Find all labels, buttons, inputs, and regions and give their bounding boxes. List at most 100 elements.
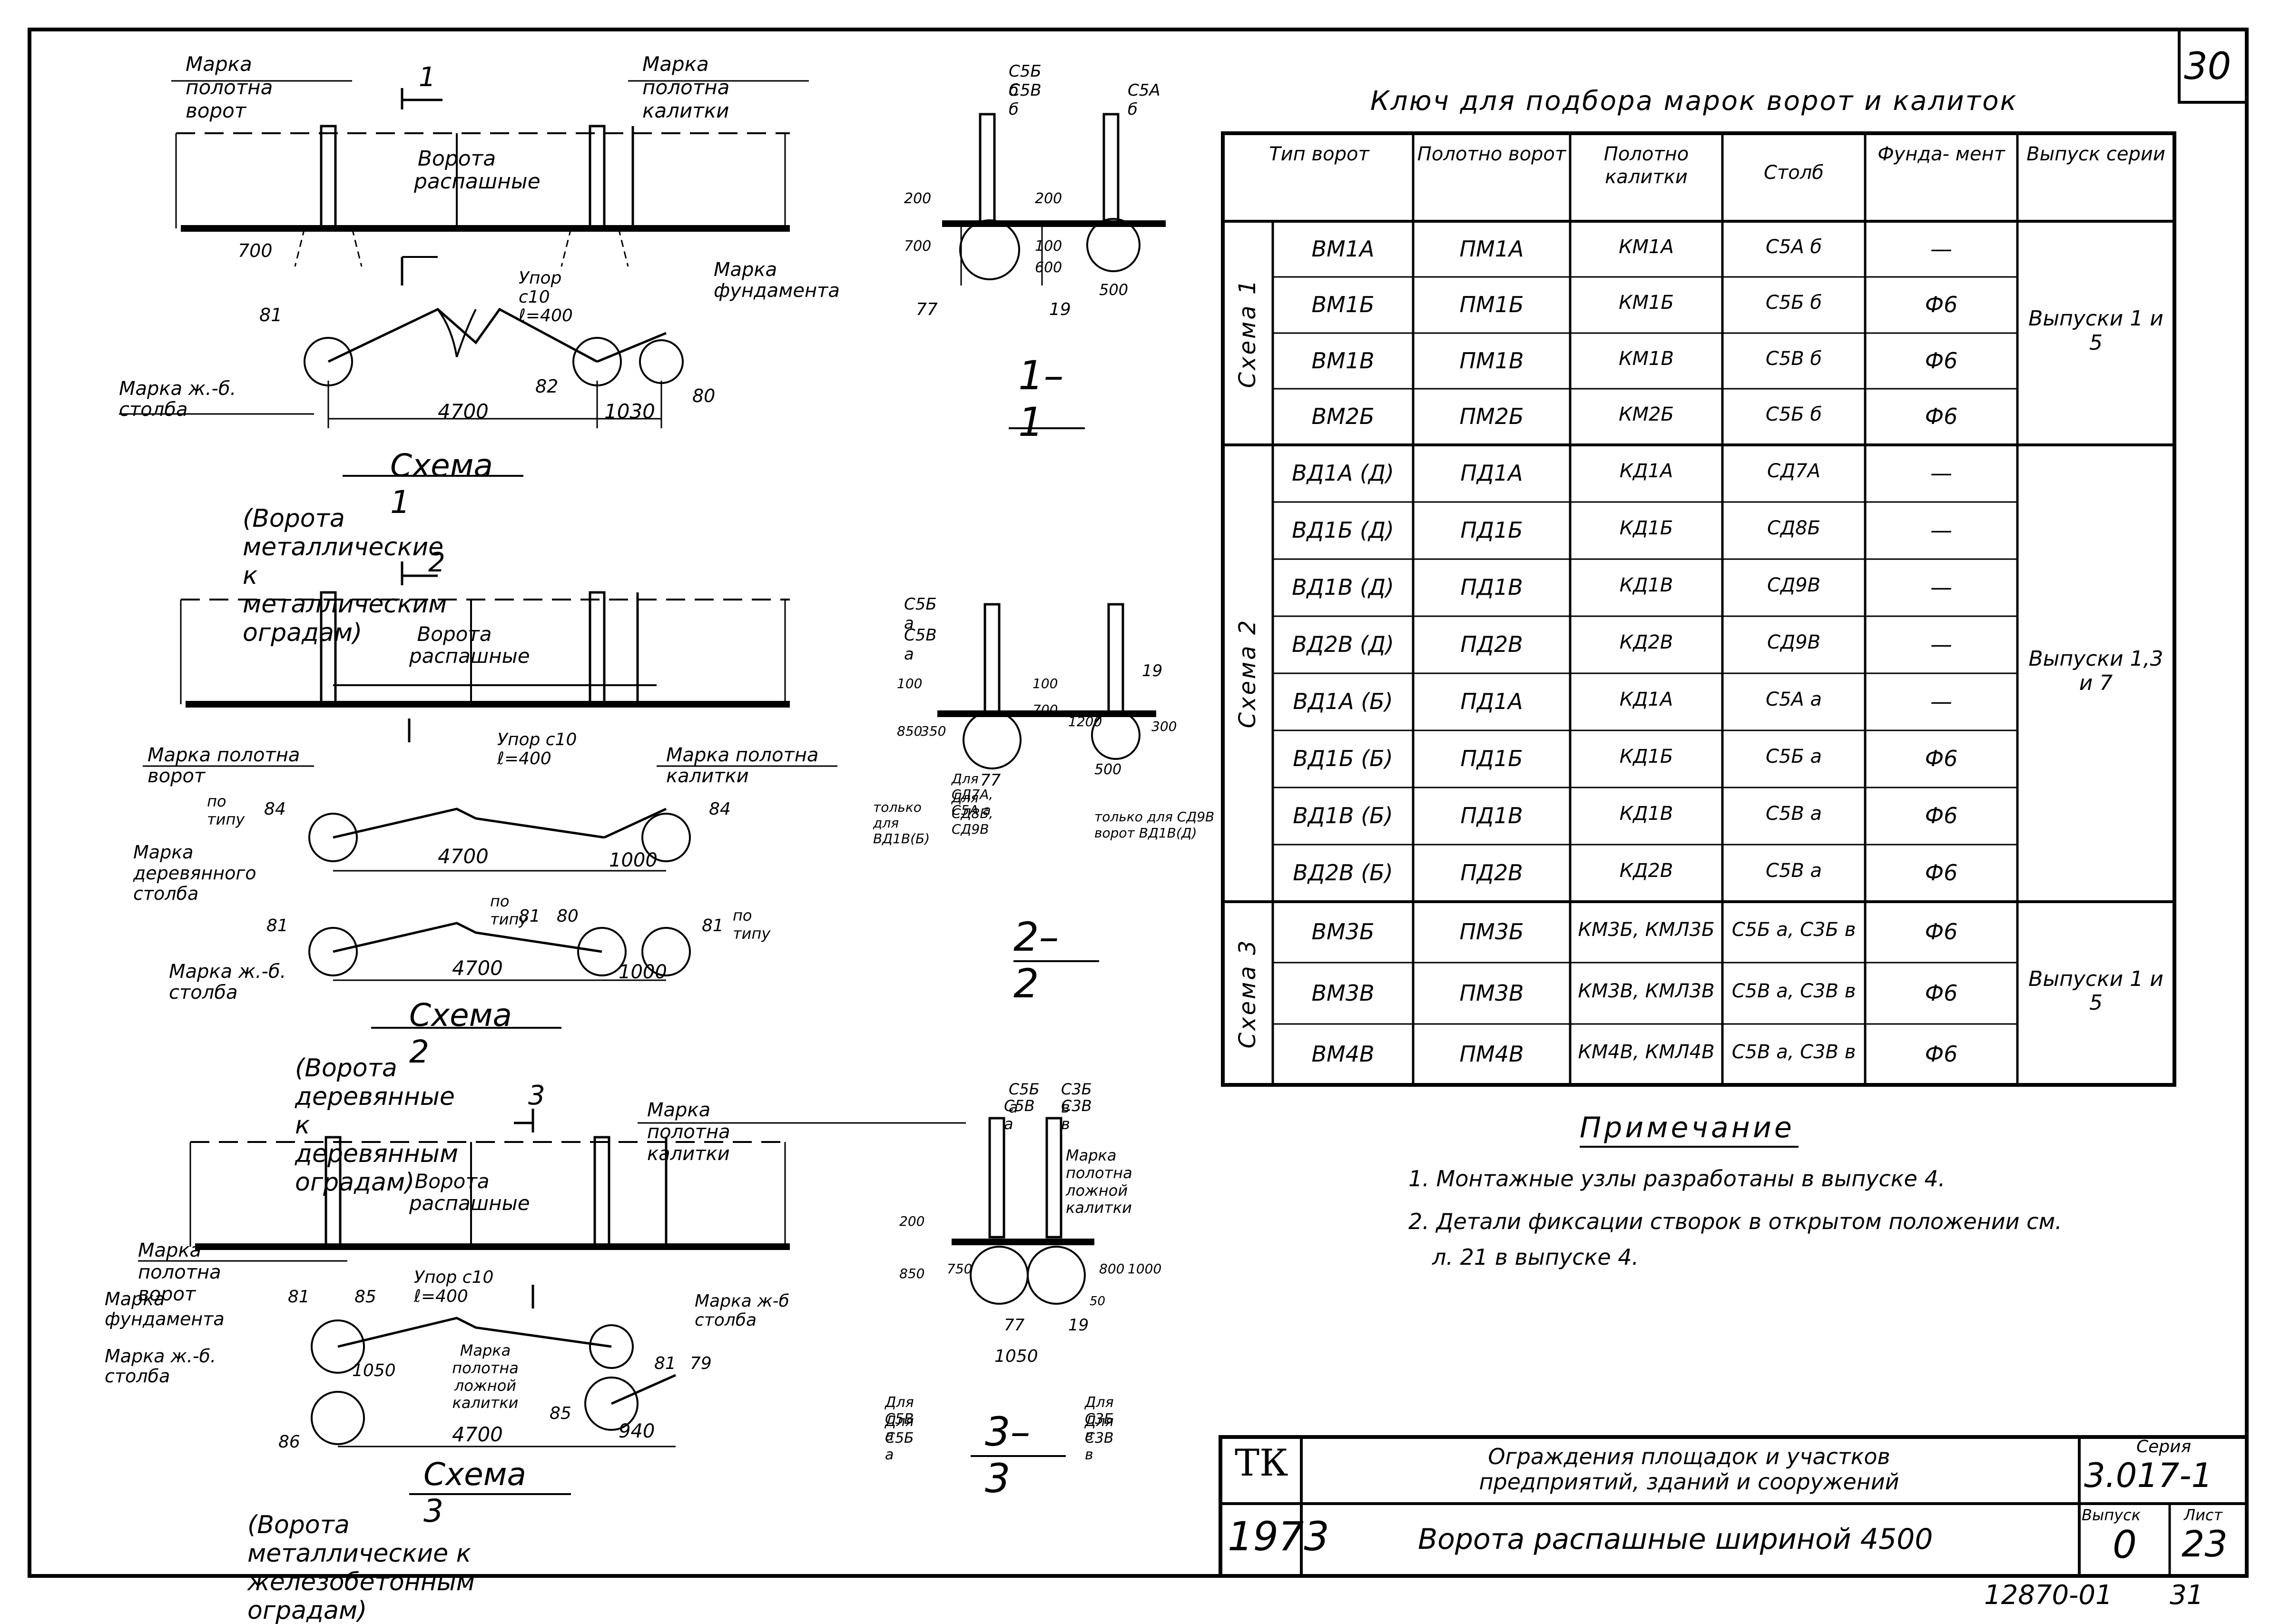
table-cell: Ф6 [1925,919,1958,945]
note-for-sd8b: Для СД8Б, СД9В [952,790,993,837]
header-wicket-panel: Полотно калитки [1603,143,1689,188]
note-only-sd9v: только для СД9В ворот ВД1В(Д) [1094,809,1215,841]
dim-1000-b: 1000 [619,961,667,983]
section-1-1-title: 1–1 [1018,352,1064,445]
table-cell: ПМ3В [1459,980,1524,1006]
scheme-1-caption: (Ворота металлические к металлическим ог… [243,504,447,647]
mark-c5bb: С5Б б [1009,62,1042,100]
dim-100-b: 100 [1032,676,1058,691]
title-block-org-title: Ограждения площадок и участков предприят… [1479,1444,1899,1495]
table-cell: КМ1В [1619,347,1674,370]
title-block-year: 1973 [1228,1513,1329,1560]
label-wicket-panel-mark: Марка полотна калитки [647,1099,730,1165]
table-cell: ВМ3Б [1311,919,1375,945]
dim-1000: 1000 [1128,1261,1162,1277]
dim-200-a: 200 [904,190,932,207]
note-for-c5va: Для С5В а [885,1394,914,1444]
table-cell: КД1А [1619,460,1673,482]
table-cell: Ф6 [1925,292,1958,317]
scheme-group-label: Схема 2 [1234,618,1261,728]
mark-c5ba: С5Б а [904,595,937,633]
table-cell: ПД1Б [1460,517,1523,543]
dim-1050: 1050 [352,1361,396,1380]
scheme-3-title: Схема 3 [423,1456,526,1529]
dim-1000-a: 1000 [609,849,658,871]
circle-79: 79 [690,1354,712,1373]
table-cell: СД8Б [1767,517,1821,539]
circle-19: 19 [1049,300,1071,319]
label-by-type-2: по типу [490,892,528,928]
table-cell: КМ1А [1619,236,1674,258]
scheme-group-label: Схема 3 [1234,938,1261,1048]
circle-77: 77 [980,771,1001,790]
table-cell: КМ3Б, КМЛ3Б [1578,919,1715,941]
header-gate-type: Тип ворот [1269,143,1369,165]
title-block-sheet-title: Ворота распашные шириной 4500 [1418,1523,1933,1556]
section-2-2-title: 2–2 [1013,914,1059,1007]
dim-4700-a: 4700 [438,845,489,868]
circle-81-a: 81 [266,916,288,935]
table-cell: ВД1Б (Б) [1293,746,1393,771]
table-cell: КД1Б [1619,746,1673,768]
release-cell: Выпуски 1 и 5 [2028,966,2163,1015]
header-release: Выпуск серии [2026,143,2165,165]
circle-19: 19 [1068,1316,1089,1335]
note-only-vd1v-b: только для ВД1В(Б) [873,799,930,846]
table-cell: ВД2В (Д) [1292,631,1394,657]
label-gate-panel-mark: Марка полотна ворот [138,1240,221,1305]
label-wicket-panel-mark: Марка полотна калитки [666,744,819,787]
dim-700: 700 [1032,702,1058,718]
table-cell: ВМ1В [1311,347,1375,374]
table-cell: С5В а [1765,860,1822,882]
table-cell: Ф6 [1925,980,1958,1006]
table-cell: КМ4В, КМЛ4В [1578,1041,1715,1063]
mark-c5va: С5В а [904,626,937,664]
sheet-label: Лист [2184,1506,2223,1524]
label-false-wicket-mark: Марка полотна ложной калитки [452,1341,519,1412]
circle-81: 81 [259,305,283,325]
label-foundation-mark: Марка фундамента [105,1289,225,1329]
table-cell: С5В а, С3В в [1731,1041,1856,1063]
gate-label: Ворота распашные [414,147,541,194]
circle-81-b: 81 [519,906,541,926]
section-mark-1: 1 [419,62,436,93]
table-cell: Ф6 [1925,803,1958,828]
mark-c5vb: С5В б [1009,81,1042,119]
table-cell: ВД1А (Б) [1293,689,1393,714]
section-2-2-drawing [937,603,1156,962]
table-cell: ПД1В [1460,574,1523,600]
table-cell: ПД1Б [1460,746,1523,771]
table-cell: ВД1Б (Д) [1292,517,1394,543]
table-cell: СД9В [1767,631,1821,653]
table-cell: ВМ3В [1311,980,1375,1006]
table-cell: — [1930,574,1952,600]
section-3-3-title: 3–3 [985,1408,1031,1502]
table-cell: С5Б б [1765,404,1822,425]
table-cell: С5В а [1765,803,1822,825]
section-3-3-drawing [952,1117,1094,1457]
dim-500: 500 [1094,761,1122,778]
table-cell: Ф6 [1925,347,1958,374]
label-stop: Упор с10 ℓ=400 [497,730,577,768]
section-mark-2: 2 [428,547,445,578]
table-cell: С5Б б [1765,292,1822,314]
series-label: Серия [2136,1437,2192,1457]
circle-81-a: 81 [288,1287,310,1307]
dim-700: 700 [238,240,273,261]
circle-81-c: 81 [702,916,724,935]
circle-84-b: 84 [709,799,731,819]
label-gate-panel-mark: Марка полотна ворот [147,744,300,787]
table-cell: ПМ1В [1459,347,1524,374]
circle-86: 86 [278,1432,300,1452]
table-cell: С5А а [1766,689,1822,710]
scheme-1-title: Схема 1 [390,447,493,521]
label-false-wicket-mark: Марка полотна ложной калитки [1066,1146,1132,1217]
label-by-type-3: по типу [733,906,771,943]
dim-50: 50 [1090,1294,1106,1309]
section-1-1-drawing [942,113,1166,429]
note-title: Примечание [1580,1111,1795,1144]
table-cell: ПД1А [1460,460,1523,486]
table-cell: ПД1В [1460,803,1523,828]
label-rc-post-mark-2: Марка ж-б столба [695,1291,789,1330]
scheme-group-label: Схема 1 [1234,278,1261,388]
